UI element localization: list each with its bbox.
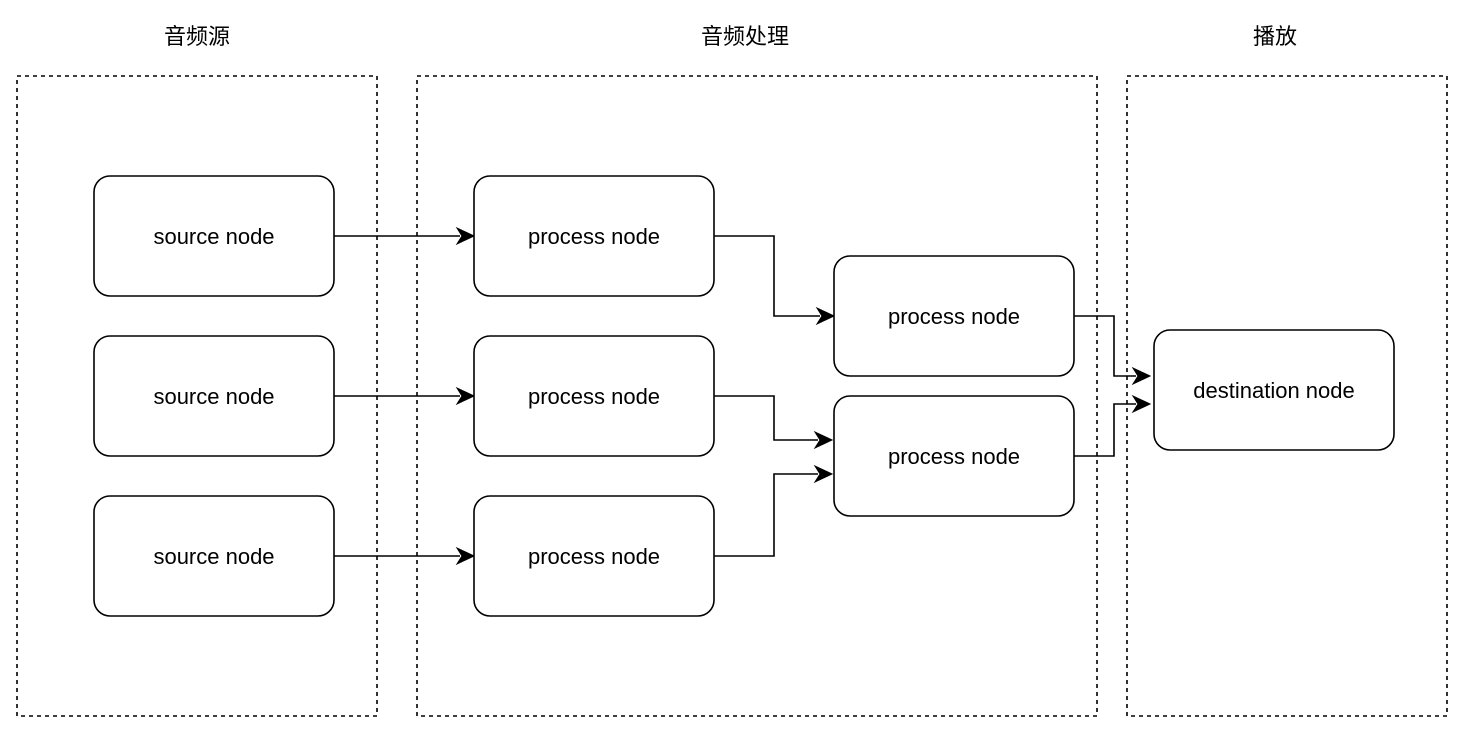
arrowhead-proc2-proc5 [813, 430, 834, 450]
process-node-3: process node [473, 495, 715, 617]
process-node-2-box [473, 335, 715, 457]
arrowhead-proc1-proc4 [815, 306, 836, 326]
process-node-4: process node [833, 255, 1075, 377]
source-node-3: source node [93, 495, 335, 617]
edge-proc3-proc5 [714, 473, 818, 557]
group-playback: 播放 [1126, 25, 1448, 717]
process-node-4-label: process node [888, 304, 1020, 329]
edge-proc2-proc5 [714, 395, 818, 441]
arrowhead-proc4-dest [1131, 366, 1152, 386]
destination-node-label: destination node [1193, 378, 1354, 403]
edge-proc5-dest [1074, 403, 1136, 457]
arrowhead-proc3-proc5 [813, 464, 834, 484]
arrowhead-proc5-dest [1131, 394, 1152, 414]
group-playback-title: 播放 [1253, 25, 1297, 50]
group-process-title: 音频处理 [701, 25, 789, 50]
source-node-2-label: source node [153, 384, 274, 409]
nodes: source node source node source node proc… [93, 175, 1395, 617]
arrowhead-src3-proc3 [455, 546, 476, 566]
source-node-2-box [93, 335, 335, 457]
edge-proc4-dest [1074, 315, 1136, 377]
edges [334, 226, 1152, 566]
source-node-1: source node [93, 175, 335, 297]
edge-proc1-proc4 [714, 235, 820, 317]
process-node-2-label: process node [528, 384, 660, 409]
process-node-4-box [833, 255, 1075, 377]
process-node-3-label: process node [528, 544, 660, 569]
process-node-1-box [473, 175, 715, 297]
source-node-1-box [93, 175, 335, 297]
process-node-5-box [833, 395, 1075, 517]
arrowhead-src1-proc1 [455, 226, 476, 246]
process-node-2: process node [473, 335, 715, 457]
destination-node: destination node [1153, 329, 1395, 451]
destination-node-box [1153, 329, 1395, 451]
process-node-3-box [473, 495, 715, 617]
process-node-5: process node [833, 395, 1075, 517]
source-node-2: source node [93, 335, 335, 457]
source-node-1-label: source node [153, 224, 274, 249]
source-node-3-label: source node [153, 544, 274, 569]
process-node-5-label: process node [888, 444, 1020, 469]
group-source-title: 音频源 [164, 25, 230, 50]
group-playback-box [1126, 75, 1448, 717]
source-node-3-box [93, 495, 335, 617]
process-node-1: process node [473, 175, 715, 297]
arrowhead-src2-proc2 [455, 386, 476, 406]
process-node-1-label: process node [528, 224, 660, 249]
